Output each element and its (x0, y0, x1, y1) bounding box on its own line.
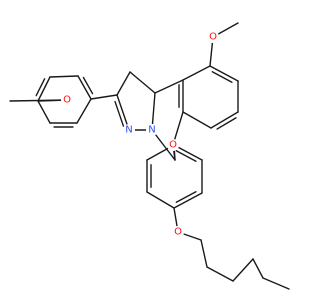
hexyloxy-oxygen-background (172, 226, 184, 238)
atom-label-layer: O O O N N O (61, 31, 219, 238)
bond-oL-meL (9, 99, 68, 102)
bond-r6-r1 (209, 65, 239, 82)
hexyloxy-oxygen-label: O (174, 227, 182, 238)
methoxy-oxygen-right-label: O (209, 32, 217, 43)
double-bond-c2-n1 (114, 100, 125, 127)
bond-layer (9, 22, 290, 290)
bond-c10b-c1 (129, 71, 156, 94)
bond-a2-a3 (49, 75, 79, 78)
bond-r3-r4 (182, 111, 212, 129)
bond-b4-b5 (146, 191, 175, 209)
methoxy-oxygen-left-background (61, 94, 73, 106)
bond-c5-n2 (151, 129, 176, 161)
bond-a3-a4 (37, 76, 51, 102)
ring-oxygen: O (167, 139, 179, 151)
bond-b3-b4 (173, 192, 203, 209)
double-bond-b3-b4 (175, 191, 197, 203)
double-bond-b1-b2 (175, 150, 197, 162)
bond-c2-n1 (116, 94, 130, 131)
methoxy-oxygen-left: O (61, 94, 73, 106)
bond-a4-a5 (37, 100, 51, 124)
bond-a1-a2 (77, 75, 92, 100)
structure-canvas: O O O N N O (9, 22, 290, 290)
bond-h5-h6 (262, 277, 290, 290)
double-bond-r4-r5 (216, 117, 237, 130)
double-bond-a3-a4 (35, 78, 46, 97)
bond-r2-c10b (154, 79, 184, 94)
bond-c1-c2 (116, 71, 131, 96)
hexyloxy-oxygen: O (172, 226, 184, 238)
methoxy-oxygen-left-label: O (63, 95, 71, 106)
pyrazoline-nitrogen-1: N (123, 124, 135, 136)
bond-h1-h2 (200, 239, 208, 268)
pyrazoline-nitrogen-2-background (146, 124, 158, 136)
pyrazoline-nitrogen-2: N (146, 124, 158, 136)
bond-b1-b2 (173, 144, 203, 161)
bond-c2-a1 (90, 94, 118, 100)
double-bond-a1-a2 (82, 76, 94, 95)
bond-r1-r2 (182, 65, 211, 81)
methoxy-oxygen-right: O (207, 31, 219, 43)
ring-oxygen-label: O (169, 140, 177, 151)
pyrazoline-nitrogen-2-label: N (148, 125, 155, 136)
molecule-diagram: O O O N N O (9, 22, 290, 290)
pyrazoline-nitrogen-1-background (123, 124, 135, 136)
pyrazoline-nitrogen-1-label: N (125, 125, 132, 136)
ring-oxygen-background (167, 139, 179, 151)
double-bond-r1-r6 (211, 71, 233, 83)
bond-r4-r5 (210, 111, 239, 129)
bond-h2-h3 (206, 266, 234, 282)
bond-h4-h5 (252, 258, 264, 279)
methoxy-oxygen-right-background (207, 31, 219, 43)
bond-n2-c10b (151, 92, 156, 131)
bond-a6-a1 (76, 98, 92, 124)
bond-h3-h4 (232, 258, 254, 282)
